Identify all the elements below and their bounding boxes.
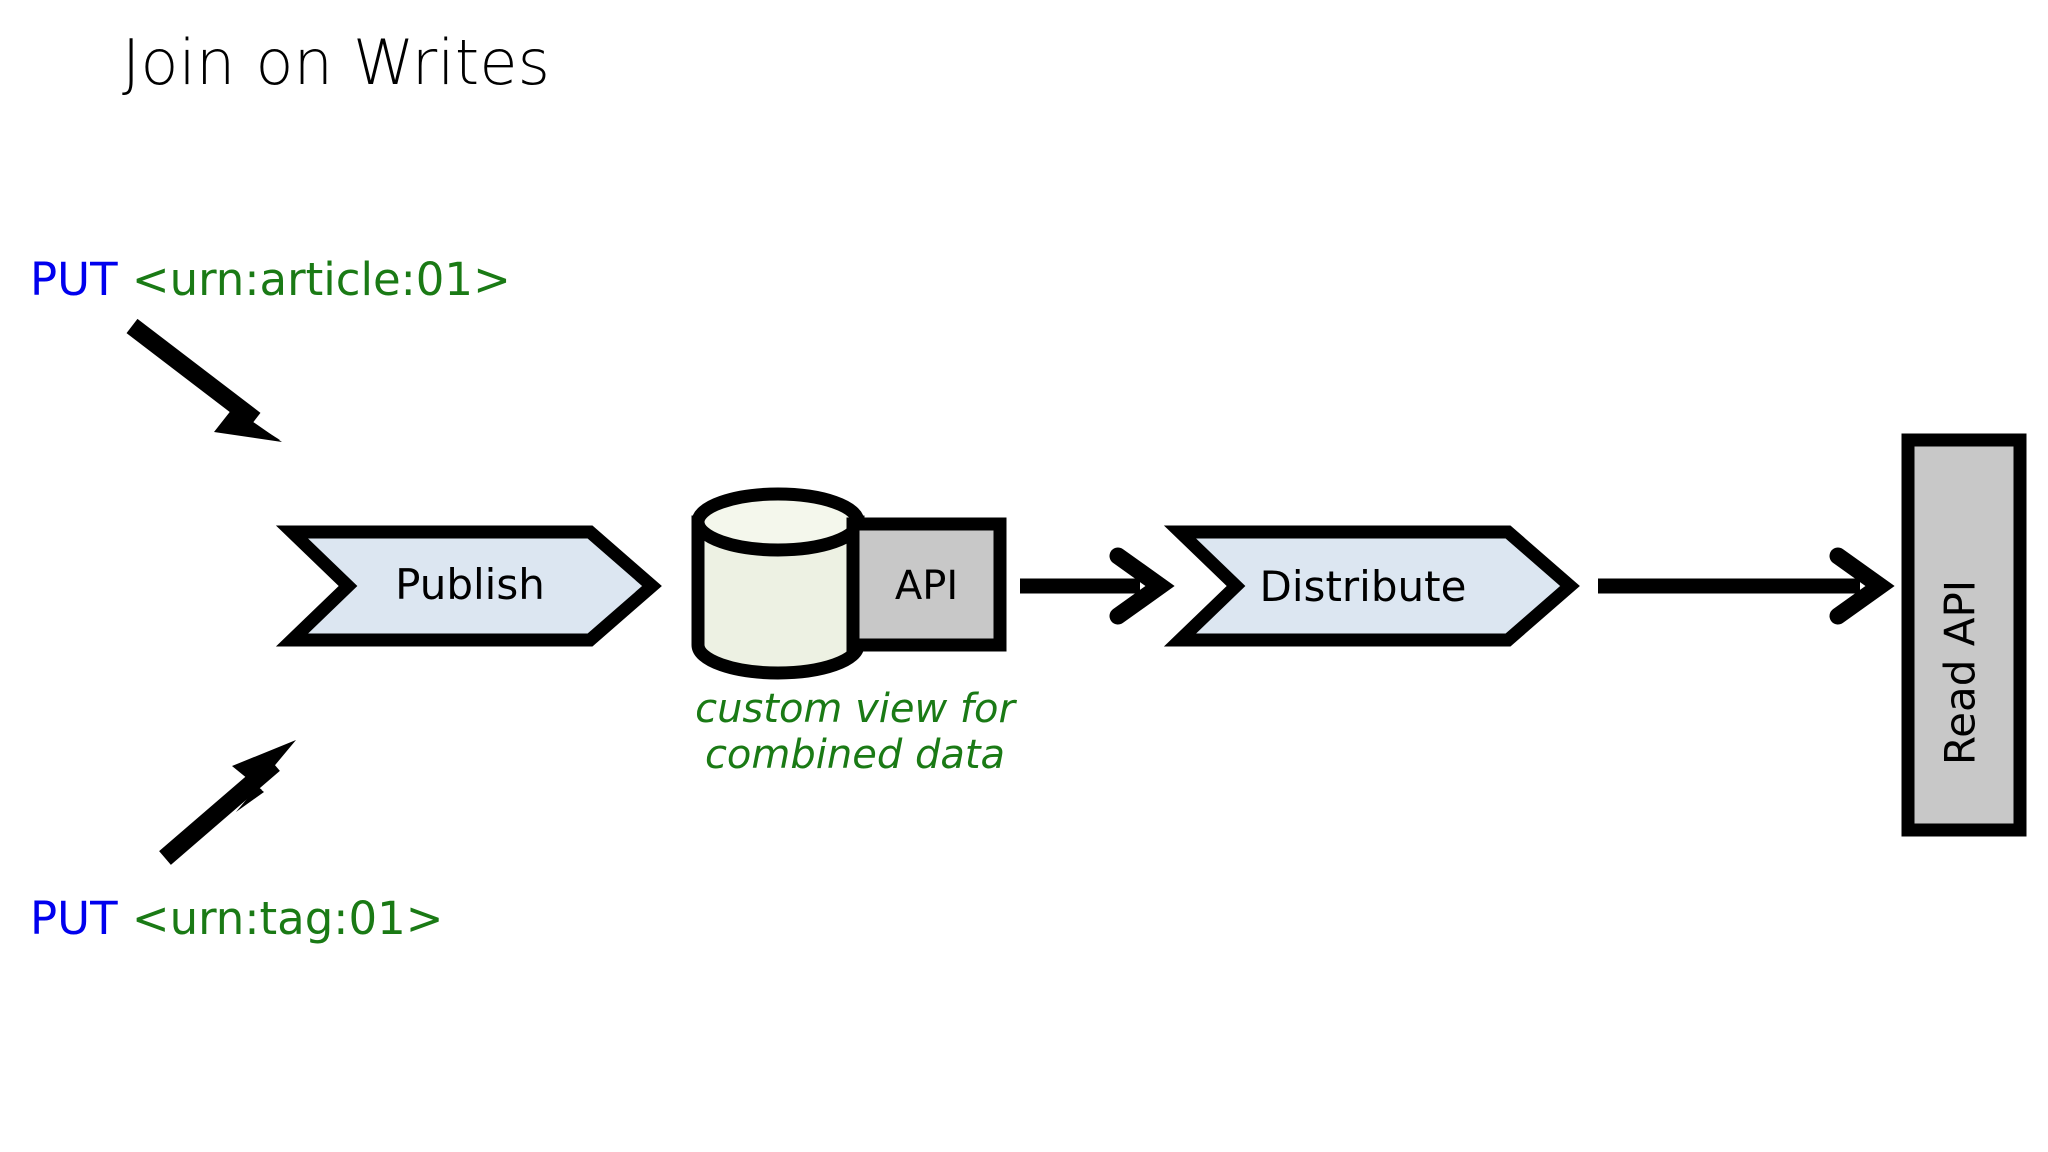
node-label-publish: Publish bbox=[395, 560, 545, 609]
page-title: Join on Writes bbox=[122, 26, 551, 99]
node-distribute[interactable] bbox=[1163, 525, 1580, 647]
urn-label: <urn:tag:01> bbox=[131, 892, 444, 945]
arrow-distribute-to-read-api bbox=[1598, 547, 1895, 625]
urn-label: <urn:article:01> bbox=[131, 253, 511, 306]
node-api[interactable] bbox=[846, 517, 1007, 652]
node-label-distribute: Distribute bbox=[1259, 562, 1467, 611]
arrow-put-article-to-publish bbox=[126, 318, 282, 442]
datastore-caption-line-2: combined data bbox=[704, 731, 1006, 778]
node-label-api: API bbox=[894, 563, 959, 609]
node-datastore[interactable] bbox=[691, 487, 865, 680]
datastore-caption: custom view for combined data bbox=[660, 686, 1050, 778]
put-request-article: PUT <urn:article:01> bbox=[30, 253, 511, 306]
arrow-api-to-distribute bbox=[1020, 547, 1175, 625]
put-request-tag: PUT <urn:tag:01> bbox=[30, 892, 443, 945]
http-verb-label: PUT bbox=[30, 253, 118, 306]
node-label-read-api: Read API bbox=[1935, 579, 1985, 766]
node-publish[interactable] bbox=[275, 525, 662, 647]
arrow-put-tag-to-publish bbox=[159, 740, 296, 865]
datastore-caption-line-1: custom view for bbox=[695, 686, 1015, 732]
http-verb-label: PUT bbox=[30, 892, 118, 945]
node-read-api[interactable] bbox=[1901, 433, 2027, 837]
